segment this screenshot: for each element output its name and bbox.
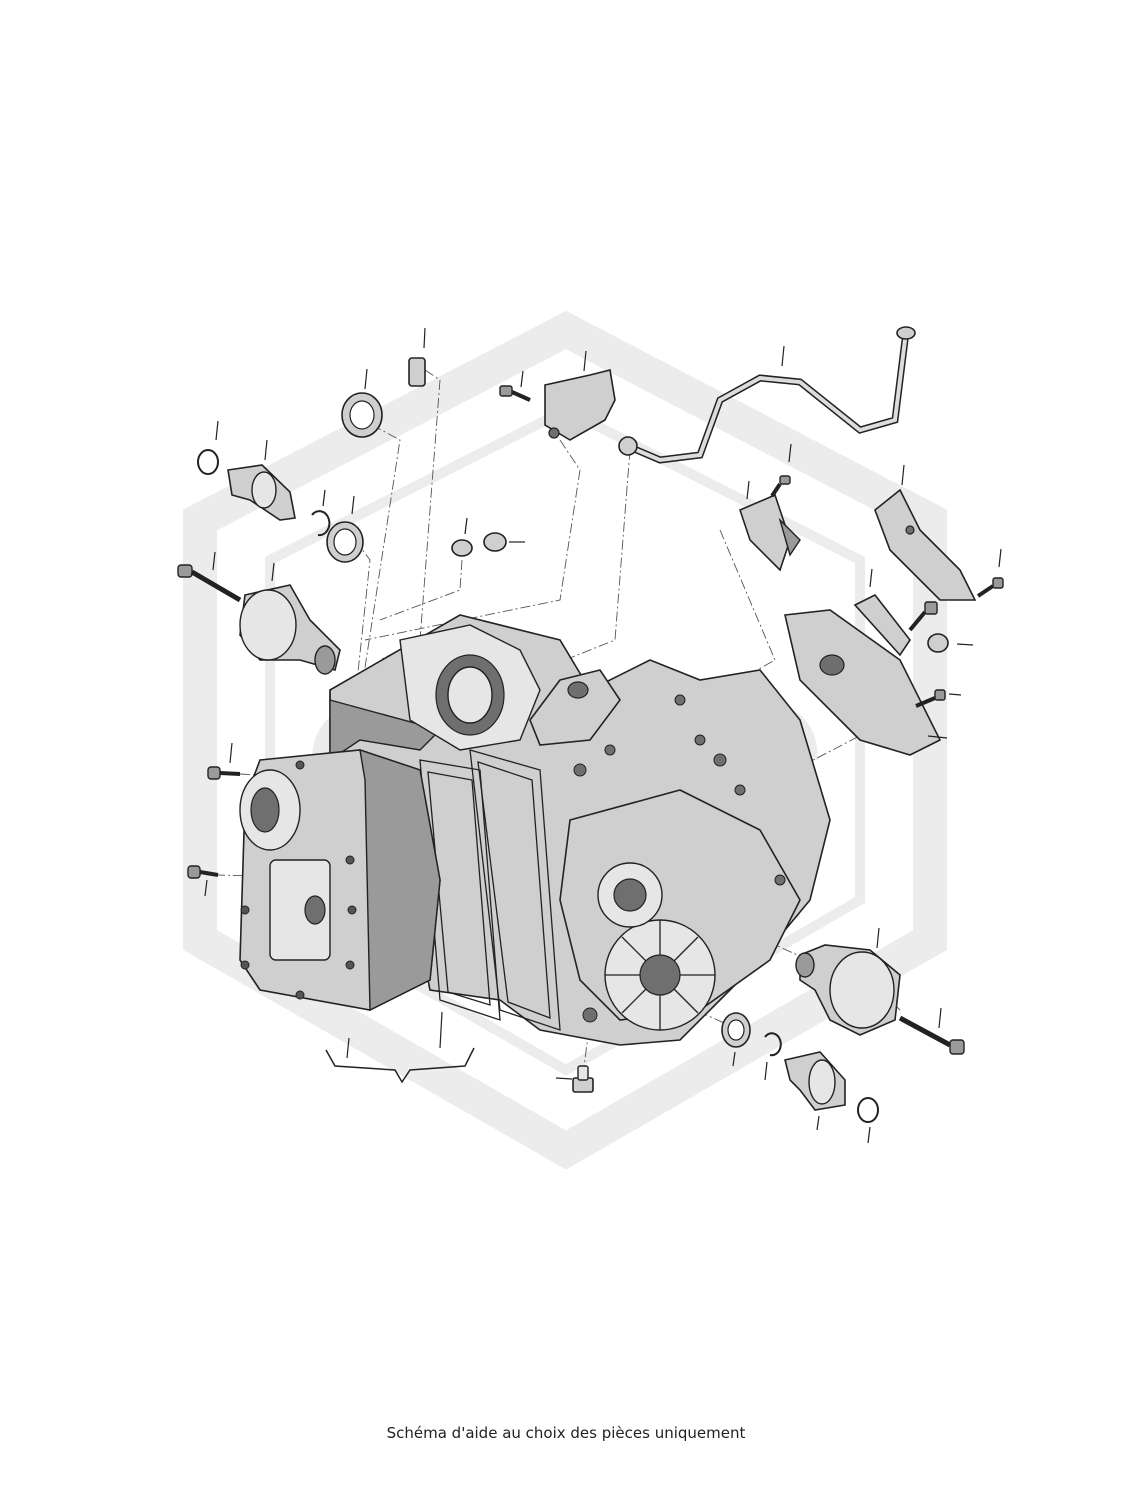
plug-b (483, 532, 507, 552)
bolt-e (915, 689, 946, 708)
clip (408, 357, 426, 387)
stub-shaft-right (784, 1051, 846, 1111)
drive-flange-left (239, 584, 341, 675)
drive-flange-right (795, 944, 901, 1036)
drain-plug (572, 1065, 594, 1093)
bracket (874, 488, 977, 601)
mount-bracket (853, 593, 911, 657)
plug-a (451, 539, 473, 557)
bolt-long-right (898, 1015, 965, 1055)
bolt-g (187, 865, 219, 879)
caption: Schéma d'aide au choix des pièces unique… (386, 1424, 746, 1442)
group-bracket (325, 1047, 475, 1084)
valve-body-cover (239, 748, 441, 1012)
seal-ring-right (721, 1012, 751, 1048)
transmission-housing (329, 614, 831, 1046)
exploded-parts-diagram (177, 310, 1004, 1170)
circlip-left (311, 510, 331, 537)
callout-leaders (204, 327, 1002, 1144)
circlip-right (764, 1032, 782, 1057)
bolt-f (207, 766, 241, 780)
side-cover-plate (784, 609, 942, 756)
bolt-b (770, 475, 791, 498)
stub-shaft-left (227, 464, 296, 521)
bolt-c (976, 577, 1004, 598)
seal-ring-mid (326, 521, 364, 563)
o-ring-right (857, 1097, 879, 1123)
nut (927, 633, 949, 653)
o-ring-left (197, 449, 219, 475)
bolt-long-left (177, 564, 242, 603)
seal-ring-top (341, 392, 383, 438)
sensor-plate (739, 493, 801, 572)
bolt-d (908, 601, 938, 632)
breather-pipe (618, 326, 916, 464)
sensor-housing (544, 369, 616, 441)
bolt-a (499, 385, 531, 402)
